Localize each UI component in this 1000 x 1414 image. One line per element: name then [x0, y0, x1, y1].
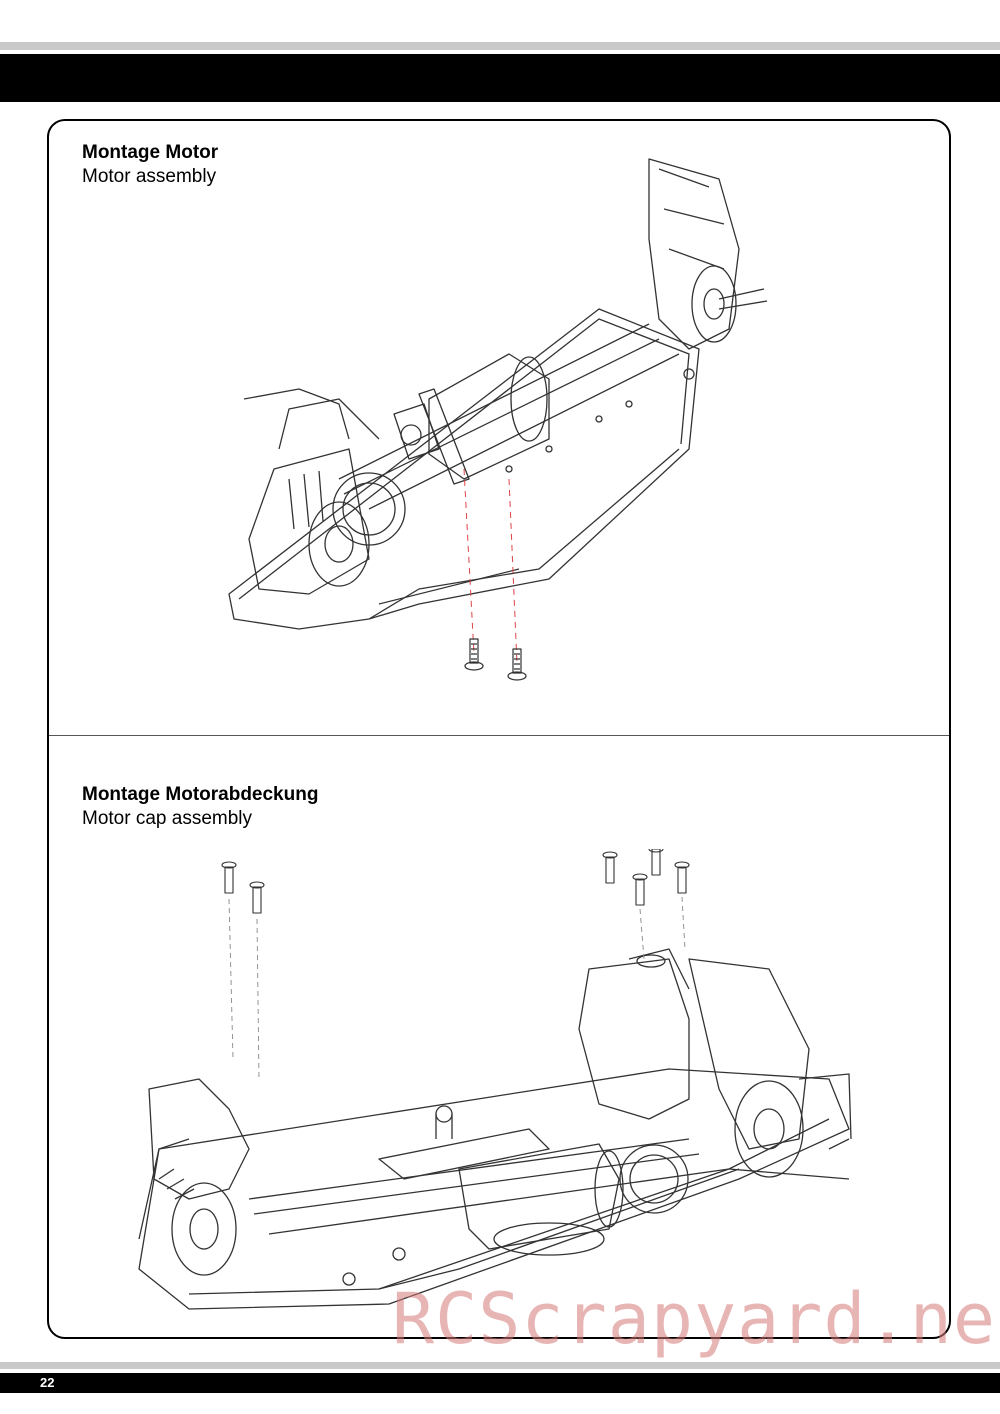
- section-title-en: Motor assembly: [82, 166, 217, 187]
- section-title-de: Montage Motor: [82, 142, 219, 163]
- instruction-frame: Montage Motor Motor assembly: [47, 119, 951, 1339]
- footer-rule: [0, 1362, 1000, 1369]
- motor-cap-assembly-drawing: [138, 849, 852, 1310]
- section-divider: [49, 735, 949, 736]
- section-heading-motor-cap: Montage Motorabdeckung Motor cap assembl…: [82, 783, 318, 831]
- watermark-text: RCScrapyard.net: [392, 1278, 1000, 1360]
- page-number: 22: [40, 1375, 55, 1390]
- footer-band: [0, 1373, 1000, 1393]
- section-heading-motor: Montage Motor Motor assembly: [82, 141, 218, 189]
- header-band: [0, 54, 1000, 102]
- section-title-de: Montage Motorabdeckung: [82, 784, 319, 805]
- motor-assembly-drawing: [228, 158, 768, 681]
- section-title-en: Motor cap assembly: [82, 808, 253, 829]
- header-rule: [0, 42, 1000, 50]
